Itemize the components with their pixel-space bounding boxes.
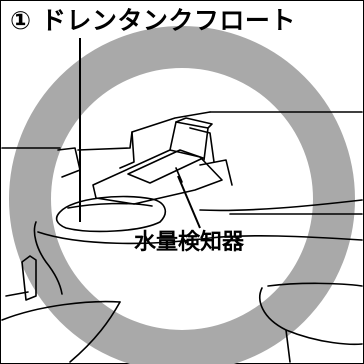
detector-bracket — [199, 159, 233, 186]
water-level-detector-label: 水量検知器 — [134, 230, 245, 255]
tank-lower-left — [33, 221, 63, 295]
detector-side — [189, 127, 215, 163]
right-tray-inner — [267, 282, 363, 287]
right-rim-line — [199, 199, 363, 212]
upper-housing-2 — [119, 131, 135, 169]
lower-contour — [69, 301, 121, 363]
detector-top-face — [127, 149, 204, 184]
float-body — [55, 195, 167, 233]
detector-small-parts — [175, 117, 213, 129]
tank-lower-inner — [37, 231, 363, 245]
diagram-title: ① ドレンタンクフロート — [10, 6, 296, 35]
detector-block — [92, 149, 223, 205]
tank-top-edge — [57, 147, 81, 178]
float-top-line — [67, 202, 153, 209]
upper-housing — [77, 111, 211, 151]
tank-bottom-curve — [1, 300, 121, 321]
highlight-ring — [9, 26, 355, 364]
tank-ledge-2 — [5, 291, 29, 297]
detector-inner — [175, 167, 183, 183]
right-tray-edge — [285, 329, 291, 363]
tank-ledge — [21, 255, 37, 301]
callout-leader-line — [177, 175, 201, 229]
detector-arm — [169, 121, 209, 161]
